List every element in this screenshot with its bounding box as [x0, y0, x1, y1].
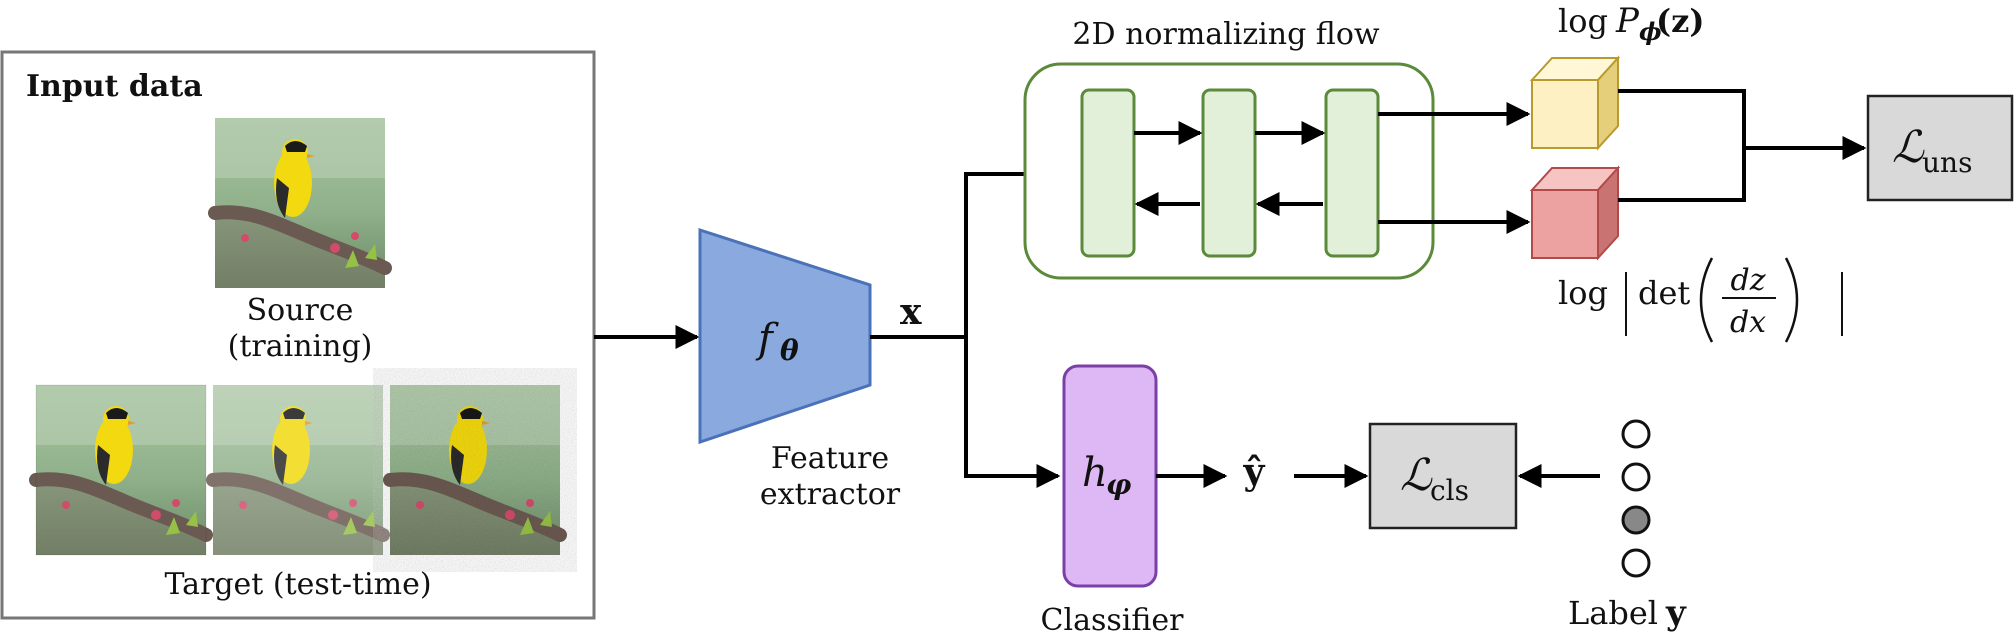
- feature-symbol: x: [900, 291, 922, 333]
- source-sublabel: (training): [228, 329, 373, 364]
- feature-extractor: f θ Feature extractor: [698, 227, 901, 512]
- label-slot-3-active: [1621, 505, 1651, 535]
- label-symbol: y: [1665, 593, 1687, 633]
- luns-subscript: uns: [1922, 146, 1972, 179]
- logdet-cube: [1529, 165, 1621, 261]
- flow-block-2: [1201, 88, 1257, 258]
- label-prefix: Label: [1568, 594, 1658, 632]
- logdet-paren-left: [1699, 257, 1714, 343]
- extractor-caption-2: extractor: [760, 477, 901, 512]
- logp-label: log P ϕ (z): [1558, 1, 1704, 46]
- prediction-symbol: ŷ: [1243, 451, 1266, 493]
- logdet-paren-right: [1784, 257, 1799, 343]
- logdet-to-loss-line: [1618, 148, 1746, 202]
- flow-block-3: [1324, 88, 1380, 258]
- unsupervised-loss: ℒ uns: [1866, 94, 2014, 202]
- logdet-prefix: log: [1558, 274, 1608, 312]
- extractor-caption-1: Feature: [771, 441, 889, 476]
- logdet-numerator: dz: [1730, 263, 1765, 298]
- logp-to-loss-line: [1618, 89, 1746, 148]
- logdet-denominator: dx: [1730, 305, 1766, 340]
- label-slot-1: [1621, 419, 1651, 449]
- target-image-pixelated: [36, 385, 206, 555]
- classifier-caption: Classifier: [1041, 603, 1185, 638]
- input-data-title: Input data: [26, 69, 203, 104]
- normalizing-flow: 2D normalizing flow: [1023, 17, 1531, 280]
- logp-prefix: log: [1558, 2, 1608, 40]
- lcls-symbol: ℒ: [1400, 450, 1433, 501]
- logp-arg: (z): [1656, 2, 1704, 40]
- luns-symbol: ℒ: [1892, 122, 1925, 173]
- extractor-subscript: θ: [780, 334, 799, 367]
- label-vector: Label y: [1568, 419, 1687, 633]
- logp-cube: [1529, 55, 1621, 151]
- logdet-func: det: [1638, 274, 1690, 312]
- source-image: [215, 118, 385, 288]
- lcls-subscript: cls: [1430, 474, 1469, 507]
- target-label: Target (test-time): [164, 567, 431, 602]
- flow-title: 2D normalizing flow: [1072, 17, 1379, 52]
- target-image-noisy: [390, 385, 560, 555]
- feature-to-classifier-arrow: [964, 337, 1061, 488]
- flow-block-1: [1080, 88, 1136, 258]
- classifier-symbol: h: [1082, 450, 1108, 496]
- label-slot-4: [1621, 548, 1651, 578]
- source-label: Source: [247, 293, 354, 328]
- target-image-blurred: [213, 385, 383, 555]
- logp-subscript: ϕ: [1639, 17, 1662, 46]
- label-slot-2: [1621, 462, 1651, 492]
- classifier: h φ Classifier: [1041, 364, 1185, 638]
- input-data-panel: Input data Source (training) Target (tes…: [0, 50, 596, 620]
- classifier-subscript: φ: [1106, 468, 1132, 501]
- logdet-label: log det dz dx: [1558, 257, 1843, 343]
- logp-symbol: P: [1615, 1, 1640, 41]
- classification-loss: ℒ cls: [1368, 422, 1518, 530]
